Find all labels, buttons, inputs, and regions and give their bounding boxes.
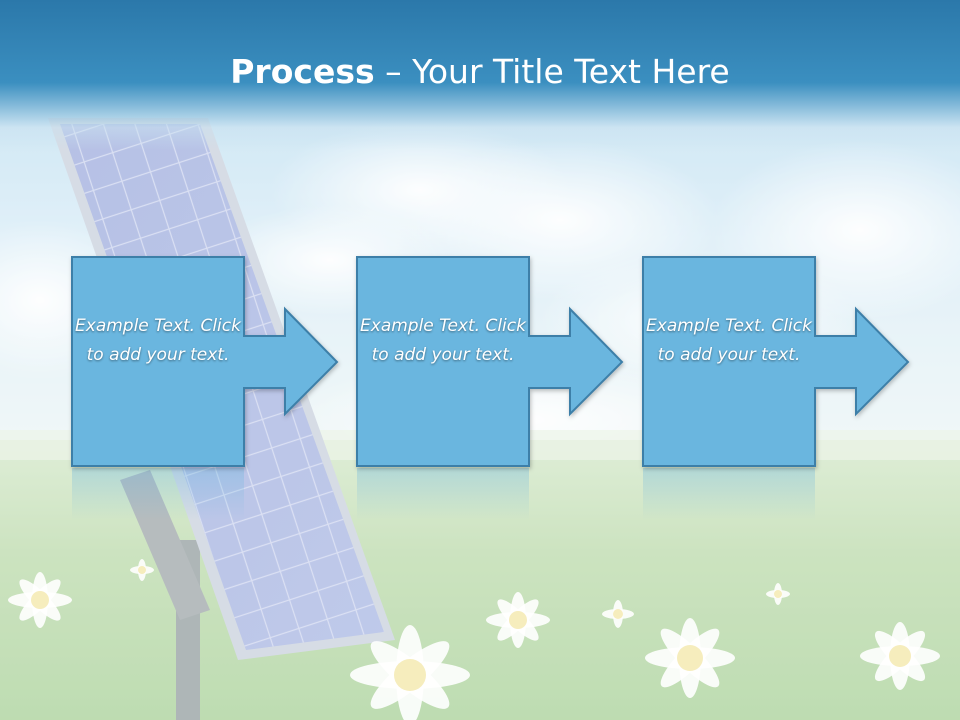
title-bar	[0, 0, 960, 150]
daisies	[8, 559, 940, 720]
step-2-text[interactable]: Example Text. Click to add your text.	[360, 316, 526, 365]
slide-title[interactable]: Process – Your Title Text Here	[0, 52, 960, 91]
process-step-1[interactable]	[71, 256, 339, 467]
arrow-box-shape	[642, 256, 910, 467]
process-step-3[interactable]	[642, 256, 910, 467]
reflections	[72, 468, 815, 520]
step-1-text[interactable]: Example Text. Click to add your text.	[75, 316, 241, 365]
arrow-box-shape	[356, 256, 624, 467]
title-bold: Process	[230, 52, 375, 91]
step-3-text[interactable]: Example Text. Click to add your text.	[646, 316, 812, 365]
process-step-2[interactable]	[356, 256, 624, 467]
arrow-box-shape	[71, 256, 339, 467]
title-rest: – Your Title Text Here	[374, 52, 730, 91]
